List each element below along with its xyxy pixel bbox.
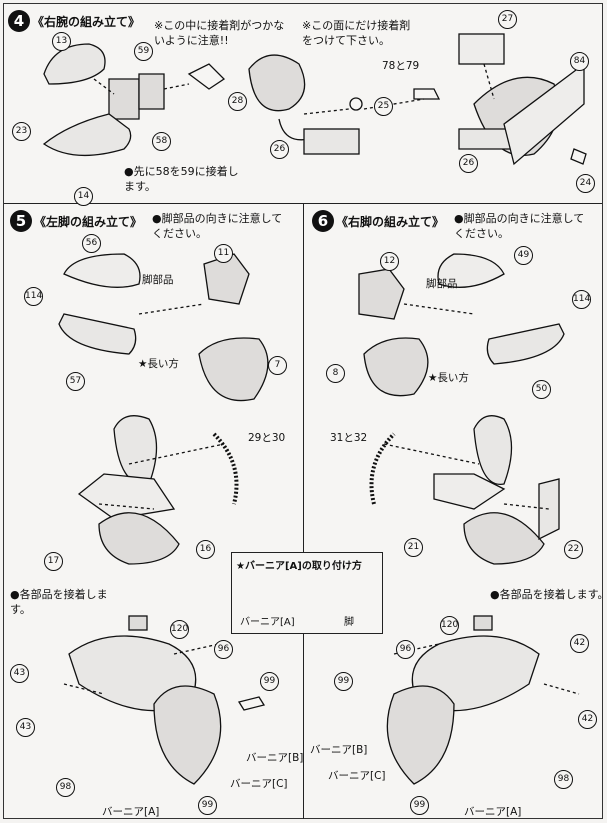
line-drawings (42, 33, 587, 785)
step6-label-long: ★長い方 (428, 372, 469, 384)
part-96-left: 96 (214, 640, 233, 659)
part-96-right: 96 (396, 640, 415, 659)
part-11: 11 (214, 244, 233, 263)
part-114: 114 (24, 287, 43, 306)
step6-label-leg: 脚部品 (426, 278, 458, 290)
part-26a: 26 (270, 140, 289, 159)
step4-leaders (93, 63, 495, 115)
step-number-5: 5 (10, 210, 32, 232)
step5-note-direction: ●脚部品の向きに注意してください。 (152, 212, 283, 240)
part-58: 58 (152, 132, 171, 151)
part-29-30: 29と30 (248, 432, 286, 444)
step4-note-inside: ※この中に接着剤がつかないように注意!! (154, 19, 285, 47)
step4-note-face: ※この面にだけ接着剤をつけて下さい。 (302, 19, 411, 47)
part-120-right: 120 (440, 616, 459, 635)
part-49: 49 (514, 246, 533, 265)
part-43-upper: 43 (10, 664, 29, 683)
step5-thruster-c: バーニア[C] (230, 778, 288, 790)
right-arm-drawing (42, 33, 587, 166)
part-99-right-lower: 99 (410, 796, 429, 815)
part-25: 25 (374, 97, 393, 116)
part-59: 59 (134, 42, 153, 61)
step5-thruster-b: バーニア[B] (246, 752, 304, 764)
step6-thruster-b: バーニア[B] (310, 744, 368, 756)
part-28: 28 (228, 92, 247, 111)
part-13: 13 (52, 32, 71, 51)
part-50: 50 (532, 380, 551, 399)
part-120-left: 120 (170, 620, 189, 639)
step-number-4: 4 (8, 10, 30, 32)
step4-title: 《右腕の組み立て》 (32, 15, 141, 29)
step-number-6: 6 (312, 210, 334, 232)
step6-thruster-a: バーニア[A] (464, 806, 522, 818)
part-21: 21 (404, 538, 423, 557)
step6-note-glue: ●各部品を接着します。 (490, 588, 607, 601)
part-56: 56 (82, 234, 101, 253)
part-98-left: 98 (56, 778, 75, 797)
part-23: 23 (12, 122, 31, 141)
part-43-lower: 43 (16, 718, 35, 737)
left-leg-drawing (58, 253, 269, 785)
part-84: 84 (570, 52, 589, 71)
step4-note-glue: ●先に58を59に接着します。 (124, 165, 239, 193)
right-leg-drawing (358, 253, 565, 785)
part-42-upper: 42 (570, 634, 589, 653)
callout-label-leg: 脚 (344, 617, 354, 628)
step6-note-direction: ●脚部品の向きに注意してください。 (454, 212, 585, 240)
vertical-divider (303, 203, 304, 819)
part-98-right: 98 (554, 770, 573, 789)
part-99-right-upper: 99 (334, 672, 353, 691)
part-17: 17 (44, 552, 63, 571)
step5-thruster-a: バーニア[A] (102, 806, 160, 818)
step6-thruster-c: バーニア[C] (328, 770, 386, 782)
part-42-lower: 42 (578, 710, 597, 729)
part-26b: 26 (459, 154, 478, 173)
step5-note-glue: ●各部品を接着します。 (10, 588, 108, 616)
part-22: 22 (564, 540, 583, 559)
part-16: 16 (196, 540, 215, 559)
thruster-a-callout: ★バーニア[A]の取り付け方 バーニア[A] 脚 (231, 552, 383, 634)
part-12: 12 (380, 252, 399, 271)
part-31-32: 31と32 (330, 432, 368, 444)
part-114-right: 114 (572, 290, 591, 309)
part-14: 14 (74, 187, 93, 206)
part-8: 8 (326, 364, 345, 383)
step5-label-leg: 脚部品 (142, 274, 174, 286)
step5-title: 《左脚の組み立て》 (34, 215, 143, 229)
step5-label-long: ★長い方 (138, 358, 179, 370)
callout-title: ★バーニア[A]の取り付け方 (236, 561, 362, 572)
part-78-79: 78と79 (382, 60, 420, 72)
part-99-left-lower: 99 (198, 796, 217, 815)
part-99-left-upper: 99 (260, 672, 279, 691)
part-57: 57 (66, 372, 85, 391)
instruction-page: 4 《右腕の組み立て》 ※この中に接着剤がつかないように注意!! ※この面にだけ… (3, 3, 607, 819)
part-24: 24 (576, 174, 595, 193)
part-7: 7 (268, 356, 287, 375)
callout-label-thruster: バーニア[A] (240, 617, 295, 628)
step5-leaders (63, 303, 225, 695)
part-27: 27 (498, 10, 517, 29)
step6-title: 《右脚の組み立て》 (336, 215, 445, 229)
